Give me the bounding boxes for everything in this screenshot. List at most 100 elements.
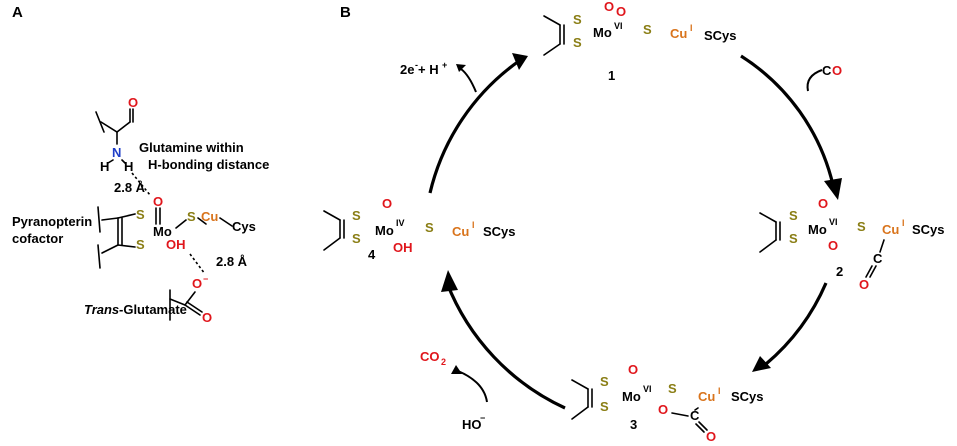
panel-label-b: B — [340, 4, 351, 21]
mo-4: Mo — [375, 223, 394, 238]
hydroxide-arrow — [457, 370, 488, 403]
svg-text:SCys: SCys — [731, 389, 764, 404]
svg-text:SCys: SCys — [912, 222, 945, 237]
glutamine-caption-line1: Glutamine within — [139, 140, 244, 155]
svg-text:C: C — [873, 251, 883, 266]
glutamine-chain — [100, 121, 131, 133]
svg-text:O: O — [706, 429, 716, 444]
svg-text:Cu: Cu — [698, 389, 715, 404]
svg-text:VI: VI — [614, 21, 623, 31]
svg-text:O: O — [859, 277, 869, 292]
reagent-co-c: C — [822, 63, 832, 78]
bridging-sulfur: S — [187, 209, 196, 224]
svg-text:S: S — [668, 381, 677, 396]
glutamine-nitrogen: N — [112, 145, 121, 160]
copper-atom: Cu — [201, 209, 218, 224]
svg-text:−: − — [203, 274, 208, 284]
hydroxo-ligand: OH — [166, 237, 186, 252]
svg-text:O: O — [382, 196, 392, 211]
electron-release-arrow — [460, 68, 477, 93]
glutamine-oxygen: O — [128, 95, 138, 110]
reagent-hydroxide: HO — [462, 417, 482, 432]
amide-hydrogen-2: H — [124, 159, 133, 174]
mo-1: Mo — [593, 25, 612, 40]
svg-text:−: − — [480, 413, 485, 423]
species-2: S S Mo VI O O S Cu I SCys C O 2 — [759, 196, 945, 292]
svg-text:S: S — [573, 35, 582, 50]
species-3: S S Mo VI O O S Cu I SCys C O 3 — [571, 362, 764, 444]
panel-label-a: A — [12, 4, 23, 21]
svg-text:S: S — [643, 22, 652, 37]
cycle-arrow-4-to-1 — [428, 59, 520, 194]
dithiolene-s-top: S — [136, 207, 145, 222]
svg-text:S: S — [789, 208, 798, 223]
svg-text:O: O — [628, 362, 638, 377]
svg-text:Cu: Cu — [452, 224, 469, 239]
svg-text:S: S — [600, 374, 609, 389]
mo-3: Mo — [622, 389, 641, 404]
svg-text:S: S — [600, 399, 609, 414]
reagent-co-o: O — [832, 63, 842, 78]
carboxylate-o: O — [202, 310, 212, 325]
dithiolene-s-bottom: S — [136, 237, 145, 252]
distance-top: 2.8 Å — [114, 180, 146, 195]
product-co2: CO — [420, 349, 440, 364]
svg-text:I: I — [718, 386, 721, 396]
trans-glutamate-italic: Trans — [84, 302, 119, 317]
svg-text:VI: VI — [829, 217, 838, 227]
protein-break-left — [97, 206, 101, 233]
svg-text:2: 2 — [441, 357, 446, 367]
svg-text:O: O — [818, 196, 828, 211]
protein-break-top — [95, 111, 105, 133]
panel-a-active-site: O N H H Glutamine within H-bonding dista… — [12, 95, 269, 325]
product-electrons: 2e — [400, 62, 414, 77]
cycle-arrow-3-to-4 — [445, 282, 566, 410]
svg-text:SCys: SCys — [704, 28, 737, 43]
svg-text:SCys: SCys — [483, 224, 516, 239]
pyranopterin-caption-line2: cofactor — [12, 231, 63, 246]
carboxylate-o-minus: O — [192, 276, 202, 291]
cycle-arrow-1-to-2 — [740, 54, 835, 186]
svg-text:+: + — [442, 60, 447, 70]
label-species-4: 4 — [368, 247, 376, 262]
label-species-1: 1 — [608, 68, 615, 83]
species-1: S S Mo VI O O S Cu I SCys 1 — [543, 0, 737, 83]
svg-text:OH: OH — [393, 240, 413, 255]
svg-text:O: O — [616, 4, 626, 19]
svg-text:IV: IV — [396, 218, 405, 228]
mo-atom: Mo — [153, 224, 172, 239]
co-entry-arrow — [806, 69, 823, 92]
svg-text:S: S — [573, 12, 582, 27]
distance-bottom: 2.8 Å — [216, 254, 248, 269]
svg-text:+ H: + H — [418, 62, 439, 77]
svg-text:S: S — [352, 208, 361, 223]
svg-text:S: S — [857, 219, 866, 234]
svg-text:S: S — [425, 220, 434, 235]
trans-glutamate-rest: -Glutamate — [119, 302, 187, 317]
svg-text:S: S — [352, 231, 361, 246]
cycle-arrow-2-to-3 — [764, 282, 828, 366]
svg-text:Cu: Cu — [882, 222, 899, 237]
h-bond-bottom — [189, 253, 206, 275]
svg-text:Cu: Cu — [670, 26, 687, 41]
svg-text:O: O — [658, 402, 668, 417]
svg-text:I: I — [902, 218, 905, 228]
mo-2: Mo — [808, 222, 827, 237]
species-4: S S Mo IV O OH S Cu I SCys 4 — [323, 196, 516, 262]
oxo-oxygen: O — [153, 194, 163, 209]
svg-text:I: I — [690, 23, 693, 33]
label-species-3: 3 — [630, 417, 637, 432]
svg-text:O: O — [604, 0, 614, 14]
amide-hydrogen-1: H — [100, 159, 109, 174]
label-species-2: 2 — [836, 264, 843, 279]
svg-text:C: C — [690, 408, 700, 423]
svg-text:O: O — [828, 238, 838, 253]
svg-text:-: - — [415, 60, 418, 70]
svg-text:I: I — [472, 220, 475, 230]
svg-text:S: S — [789, 231, 798, 246]
glutamine-caption-line2: H-bonding distance — [148, 157, 269, 172]
svg-text:VI: VI — [643, 384, 652, 394]
pyranopterin-caption-line1: Pyranopterin — [12, 214, 92, 229]
cys-label: Cys — [232, 219, 256, 234]
